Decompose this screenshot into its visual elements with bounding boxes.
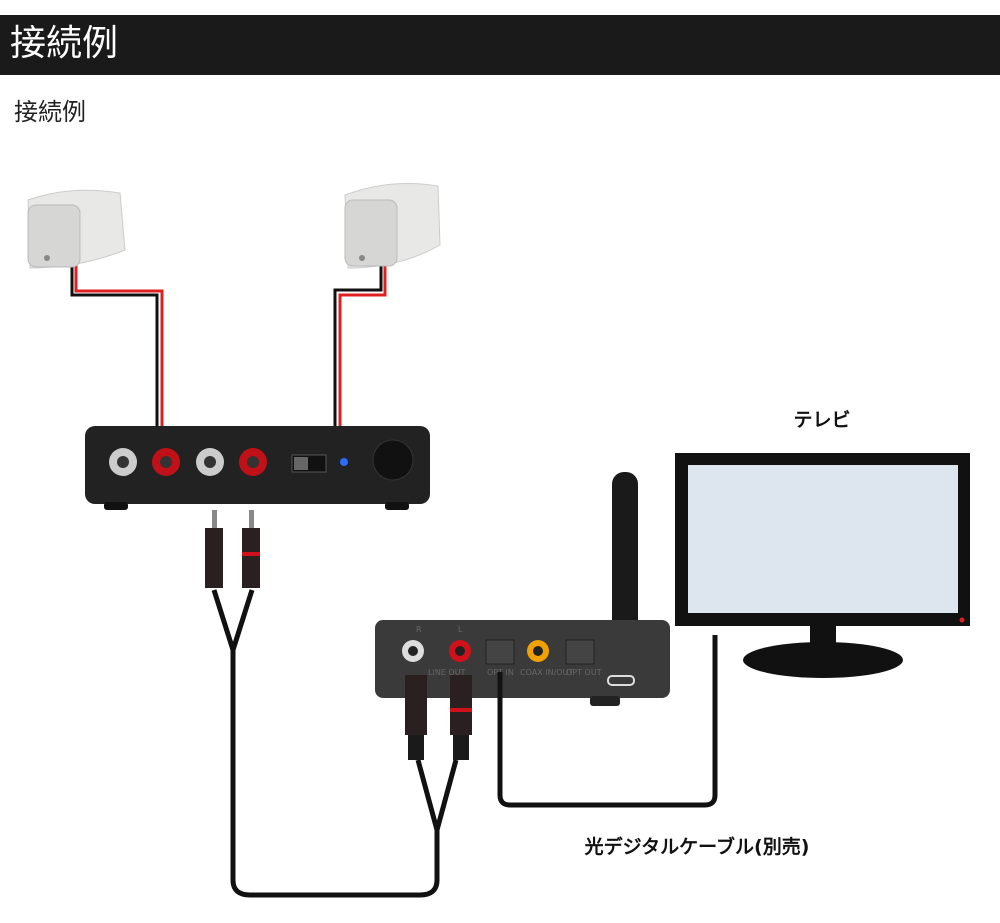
amplifier <box>85 426 430 510</box>
tv-label: テレビ <box>793 409 850 431</box>
rca-plugs-amp <box>205 510 260 588</box>
speaker-wire-right <box>333 265 387 428</box>
section-subtitle: 接続例 <box>14 98 86 126</box>
volume-knob-icon <box>372 439 414 481</box>
header-bar: 接続例 <box>0 15 1000 75</box>
svg-text:R: R <box>416 625 422 634</box>
optical-cable-label: 光デジタルケーブル(別売) <box>584 835 810 858</box>
bluetooth-receiver: R L LINE OUT OPT IN COAX IN/OUT OPT OUT <box>375 472 670 706</box>
svg-text:OPT OUT: OPT OUT <box>566 668 602 677</box>
rca-plugs-receiver <box>405 675 472 760</box>
usb-c-port-icon <box>607 675 635 686</box>
led-icon <box>340 458 348 466</box>
optical-cable <box>497 635 718 808</box>
speaker-right <box>344 182 441 269</box>
svg-text:L: L <box>458 625 463 634</box>
speaker-left <box>27 189 126 269</box>
page-title: 接続例 <box>10 23 119 64</box>
svg-text:COAX IN/OUT: COAX IN/OUT <box>520 668 573 677</box>
svg-text:LINE OUT: LINE OUT <box>428 668 466 677</box>
tv <box>675 453 970 678</box>
speaker-wire-left <box>70 265 164 428</box>
rca-cable <box>211 589 459 898</box>
antenna-icon <box>612 472 638 662</box>
